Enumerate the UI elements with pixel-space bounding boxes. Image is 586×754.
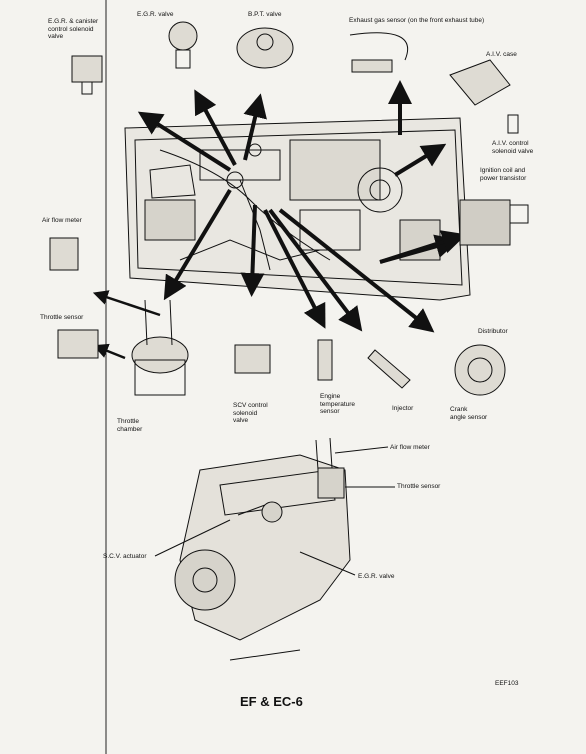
label-throttle-sensor-left: Throttle sensor: [40, 314, 84, 321]
label-scv-actuator: S.C.V. actuator: [103, 553, 147, 560]
label-aiv-case: A.I.V. case: [486, 51, 517, 58]
figure-code: EEF103: [495, 680, 519, 687]
label-aiv-control-solenoid: A.I.V. control solenoid valve: [492, 140, 534, 155]
label-ignition-coil: Ignition coil and power transistor: [480, 167, 527, 182]
label-exhaust-gas-sensor: Exhaust gas sensor (on the front exhaust…: [349, 17, 485, 24]
label-throttle-sensor-engine: Throttle sensor: [397, 483, 441, 490]
label-egr-canister-solenoid: E.G.R. & canister control solenoid valve: [48, 18, 99, 40]
label-engine-temperature-sensor: Engine temperature sensor: [320, 393, 356, 415]
label-distributor: Distributor: [478, 328, 508, 335]
component-sketches: [49, 21, 529, 396]
label-bpt-valve: B.P.T. valve: [248, 11, 282, 18]
label-crank-angle-sensor: Crank angle sensor: [450, 406, 488, 421]
label-injector: Injector: [392, 405, 414, 412]
label-scv-control-solenoid: SCV control solenoid valve: [233, 402, 268, 424]
label-air-flow-meter-engine: Air flow meter: [390, 444, 430, 451]
label-air-flow-meter-left: Air flow meter: [42, 217, 82, 224]
engine-bay-illustration: [124, 117, 471, 301]
page-title: EF & EC-6: [240, 694, 303, 709]
label-egr-valve-engine: E.G.R. valve: [358, 573, 395, 580]
engine-side-illustration: [154, 437, 395, 661]
label-throttle-chamber: Throttle chamber: [117, 418, 143, 433]
label-egr-valve-top: E.G.R. valve: [137, 11, 174, 18]
callout-arrows: [137, 80, 467, 333]
